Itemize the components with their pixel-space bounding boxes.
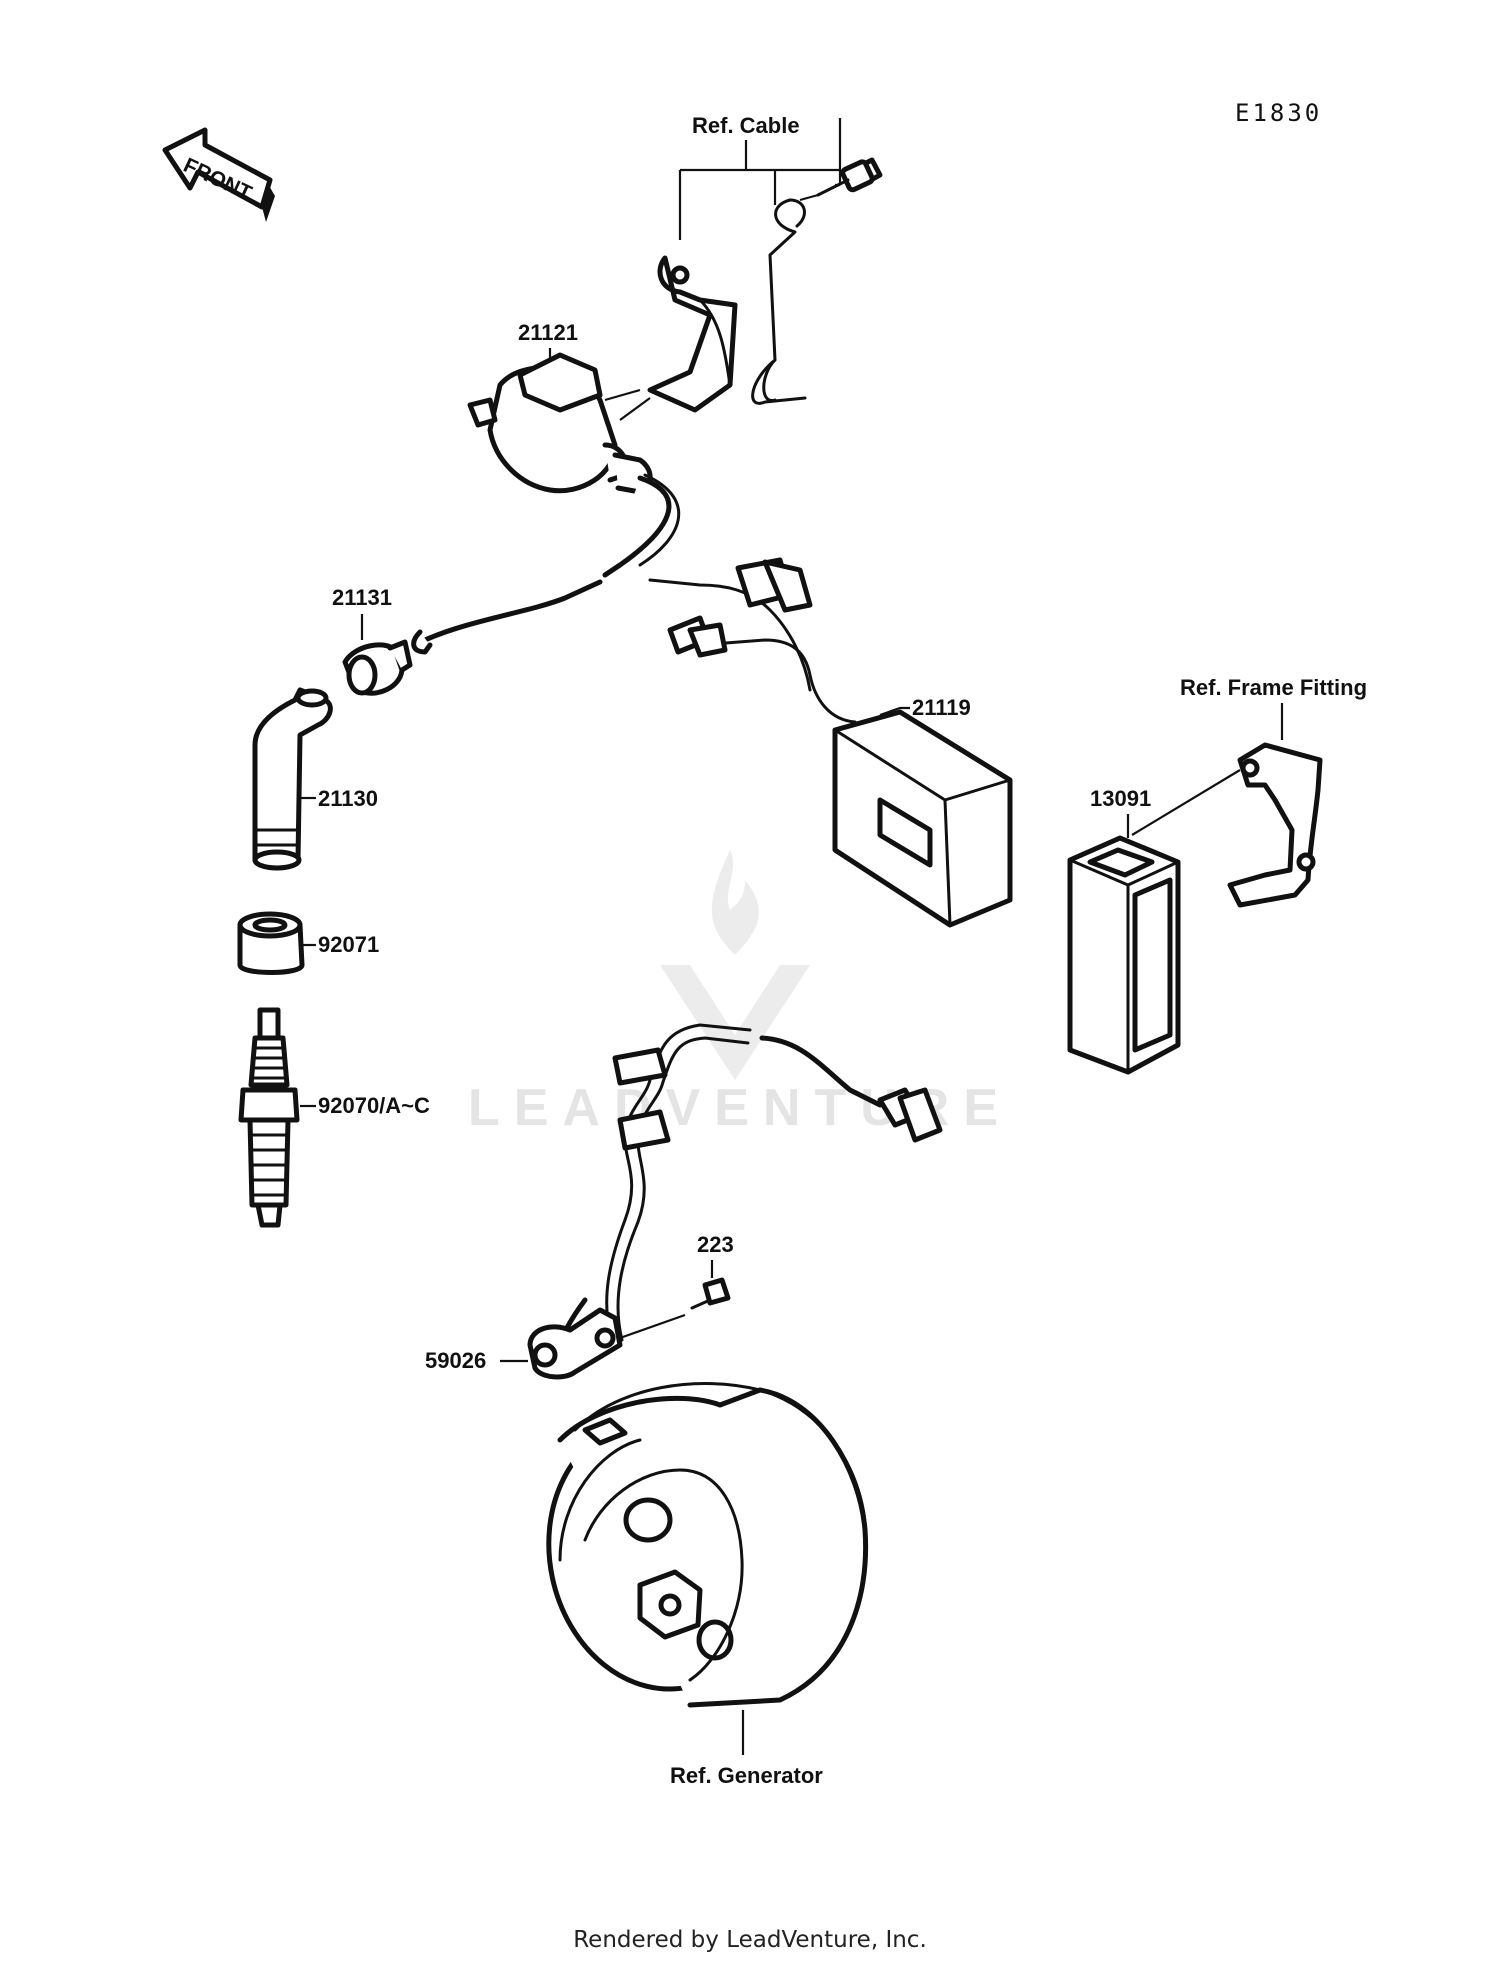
- leader-21119: [879, 706, 910, 717]
- diagram-code: E1830: [1235, 99, 1322, 127]
- rubber-damper: [1067, 835, 1181, 1075]
- spark-plug: [238, 1007, 300, 1228]
- plug-seal: [237, 911, 305, 975]
- label-ref-frame-fitting: Ref. Frame Fitting: [1180, 675, 1367, 700]
- high-tension-lead: [411, 473, 681, 655]
- label-92071: 92071: [318, 932, 379, 957]
- leader-13091: [1126, 769, 1241, 838]
- plug-cap-clip: [342, 639, 413, 696]
- spark-plug-cap: [252, 687, 333, 871]
- cdi-unit: [648, 557, 1013, 928]
- generator-rotor: [546, 1382, 869, 1708]
- pickup-coil: [527, 1307, 623, 1380]
- label-ref-generator: Ref. Generator: [670, 1763, 823, 1788]
- screw-icon: [690, 1277, 731, 1310]
- label-223: 223: [697, 1232, 734, 1257]
- label-21130: 21130: [318, 786, 378, 811]
- cable-bracket: [604, 255, 738, 413]
- footer-credit: Rendered by LeadVenture, Inc.: [573, 1927, 927, 1953]
- label-21119: 21119: [912, 695, 971, 720]
- leader-59026-screw: [619, 1313, 686, 1340]
- ignition-coil: [467, 352, 653, 495]
- label-21121: 21121: [518, 320, 578, 345]
- frame-fitting-bracket: [1227, 742, 1323, 908]
- label-21131: 21131: [332, 585, 392, 610]
- front-arrow-icon: FRONT: [162, 127, 275, 222]
- pickup-coil-harness: [552, 1023, 943, 1358]
- bolt-icon: [799, 157, 883, 202]
- ref-cable-leaders: [678, 118, 842, 240]
- label-ref-cable: Ref. Cable: [692, 113, 800, 138]
- label-13091: 13091: [1090, 786, 1151, 811]
- label-92070: 92070/A~C: [318, 1093, 430, 1118]
- cable-guide-wire: [751, 198, 807, 405]
- label-59026: 59026: [425, 1348, 486, 1373]
